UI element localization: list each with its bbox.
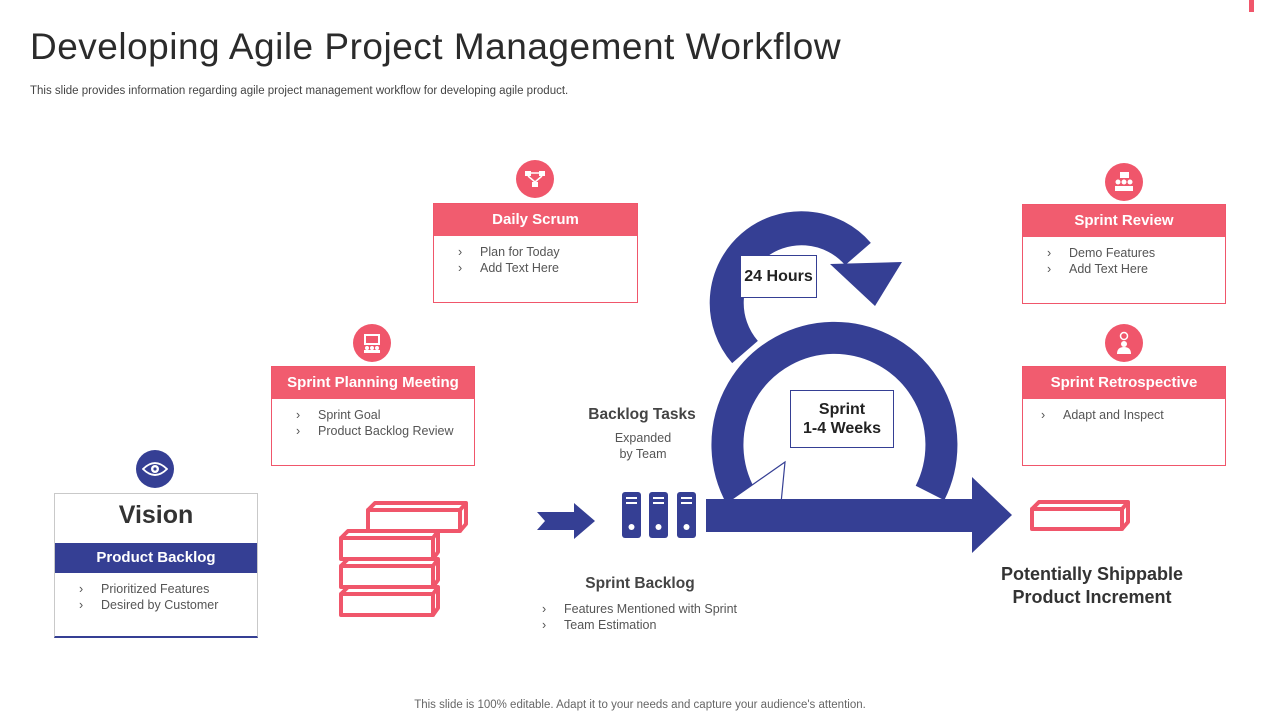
sprint-label-line1: Sprint bbox=[818, 401, 866, 418]
sprint-retrospective-list: ›Adapt and Inspect bbox=[1023, 399, 1225, 423]
sprint-loop-arrow bbox=[711, 321, 958, 505]
list-item: ›Sprint Goal bbox=[296, 408, 381, 422]
product-increment-block-icon bbox=[1030, 500, 1130, 531]
main-flow-arrow bbox=[706, 477, 1012, 553]
product-backlog-stack-icon bbox=[339, 501, 468, 617]
backlog-tasks-title: Backlog Tasks bbox=[588, 406, 696, 423]
sprint-cycle-label: Sprint 1-4 Weeks bbox=[790, 390, 894, 448]
sprint-planning-header: Sprint Planning Meeting bbox=[272, 367, 474, 399]
list-item: ›Features Mentioned with Sprint bbox=[542, 602, 738, 616]
list-item: ›Add Text Here bbox=[458, 261, 559, 275]
sprint-review-header: Sprint Review bbox=[1023, 205, 1225, 237]
team-review-icon bbox=[1105, 163, 1143, 201]
small-flow-arrow bbox=[537, 503, 595, 539]
page-title: Developing Agile Project Management Work… bbox=[30, 26, 842, 67]
sprint-review-list: ›Demo Features ›Add Text Here bbox=[1023, 237, 1225, 277]
sprint-retrospective-header: Sprint Retrospective bbox=[1023, 367, 1225, 399]
product-increment-label: Potentially Shippable Product Increment bbox=[1000, 564, 1184, 607]
vision-title: Vision bbox=[118, 501, 194, 529]
daily-scrum-header: Daily Scrum bbox=[434, 204, 637, 236]
list-item: ›Plan for Today bbox=[458, 245, 560, 259]
list-item: ›Team Estimation bbox=[542, 618, 657, 632]
list-item: ›Prioritized Features bbox=[79, 582, 210, 596]
eye-icon bbox=[136, 450, 174, 488]
list-item: ›Desired by Customer bbox=[79, 598, 219, 612]
list-item: ›Demo Features bbox=[1047, 246, 1156, 260]
sprint-review-card: Sprint Review ›Demo Features ›Add Text H… bbox=[1022, 204, 1226, 304]
sprint-backlog-title: Sprint Backlog bbox=[585, 575, 695, 592]
sprint-planning-card: Sprint Planning Meeting ›Sprint Goal ›Pr… bbox=[271, 366, 475, 466]
vision-list: ›Prioritized Features ›Desired by Custom… bbox=[55, 573, 257, 613]
sprint-backlog-list: ›Features Mentioned with Sprint ›Team Es… bbox=[540, 601, 737, 633]
daily-loop-arrow bbox=[709, 211, 871, 364]
list-item: ›Product Backlog Review bbox=[296, 424, 454, 438]
sprint-label-line2: 1-4 Weeks bbox=[803, 420, 881, 437]
daily-scrum-list: ›Plan for Today ›Add Text Here bbox=[434, 236, 637, 276]
daily-scrum-card: Daily Scrum ›Plan for Today ›Add Text He… bbox=[433, 203, 638, 303]
sprint-backlog-server-icon bbox=[622, 492, 696, 538]
corner-accent bbox=[1249, 0, 1254, 12]
network-icon bbox=[516, 160, 554, 198]
page-subtitle: This slide provides information regardin… bbox=[30, 85, 569, 97]
presentation-board-icon bbox=[353, 324, 391, 362]
list-item: ›Adapt and Inspect bbox=[1041, 408, 1164, 422]
footer-note: This slide is 100% editable. Adapt it to… bbox=[414, 699, 866, 711]
product-backlog-header: Product Backlog bbox=[55, 543, 257, 573]
backlog-tasks-desc: Expanded by Team bbox=[614, 431, 672, 461]
sprint-planning-list: ›Sprint Goal ›Product Backlog Review bbox=[272, 399, 474, 439]
sprint-retrospective-card: Sprint Retrospective ›Adapt and Inspect bbox=[1022, 366, 1226, 466]
daily-cycle-label: 24 Hours bbox=[740, 255, 817, 298]
list-item: ›Add Text Here bbox=[1047, 262, 1148, 276]
person-idea-icon bbox=[1105, 324, 1143, 362]
vision-card: Vision Product Backlog ›Prioritized Feat… bbox=[54, 493, 258, 638]
